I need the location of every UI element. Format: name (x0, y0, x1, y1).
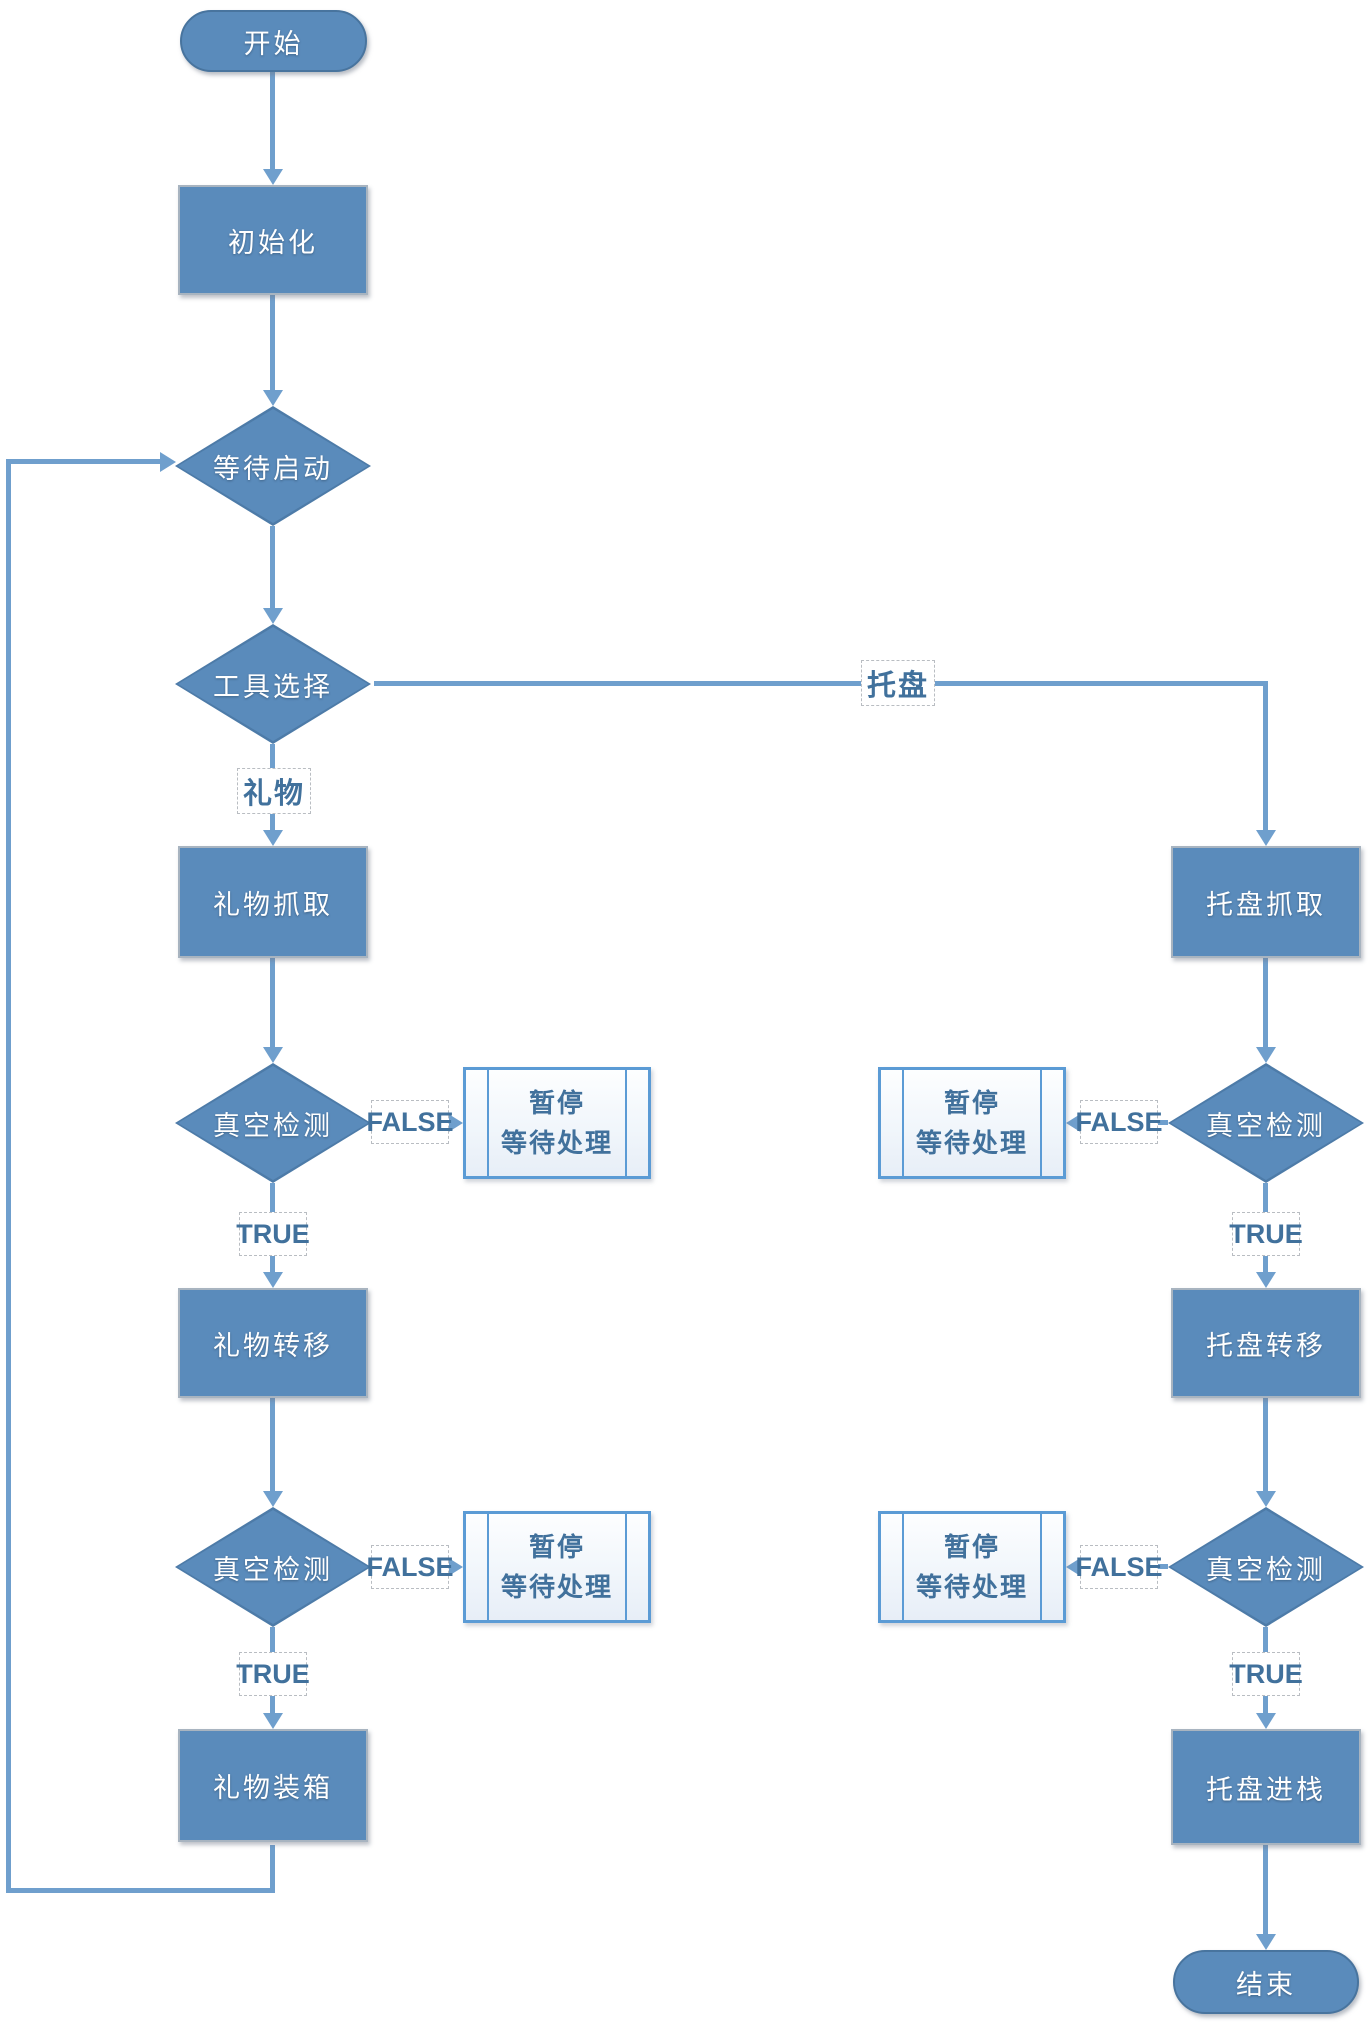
connector-line (270, 295, 275, 391)
connector-line (1263, 958, 1268, 1048)
tray-stack-node-label: 托盘进栈 (1206, 1774, 1326, 1805)
connector-line (270, 526, 275, 609)
arrow-head (1256, 1713, 1276, 1729)
edge-label-true: TRUE (1229, 1212, 1303, 1256)
predefined-process-bar (1040, 1070, 1042, 1176)
arrow-head (1256, 1934, 1276, 1950)
arrow-head (263, 1272, 283, 1288)
connector-line (6, 459, 160, 464)
arrow-head (160, 452, 176, 472)
gift-boxing-node-label: 礼物装箱 (213, 1773, 333, 1803)
vacuum-check-node: 真空检测 (175, 1507, 371, 1627)
arrow-head (263, 830, 283, 846)
predefined-process-bar (487, 1514, 489, 1620)
vacuum-check-node-label: 真空检测 (213, 1110, 333, 1141)
connector-line (270, 1845, 275, 1893)
edge-label-false: FALSE (367, 1545, 454, 1589)
predefined-process-bar (487, 1070, 489, 1176)
arrow-head (1256, 830, 1276, 846)
predefined-process-bar (1040, 1514, 1042, 1620)
predefined-process-bar (625, 1070, 627, 1176)
connector-line (1263, 681, 1268, 831)
wait-handle-label: 等待处理 (500, 1572, 613, 1602)
pause-label: 暂停 (528, 1087, 585, 1118)
tray-stack-node: 托盘进栈 (1171, 1729, 1361, 1845)
gift-transfer-node: 礼物转移 (178, 1288, 368, 1398)
pause-wait-node: 暂停 等待处理 (463, 1511, 651, 1623)
vacuum-check-node-label: 真空检测 (213, 1554, 333, 1585)
wait-start-node-label: 等待启动 (213, 453, 333, 484)
tool-select-node: 工具选择 (175, 624, 371, 744)
tray-transfer-node: 托盘转移 (1171, 1288, 1361, 1398)
wait-handle-label: 等待处理 (915, 1128, 1028, 1158)
gift-boxing-node: 礼物装箱 (178, 1729, 368, 1842)
edge-label-false: FALSE (1076, 1100, 1163, 1144)
connector-line (1263, 1398, 1268, 1492)
connector-line (270, 1398, 275, 1492)
vacuum-check-node-label: 真空检测 (1206, 1110, 1326, 1141)
arrow-head (1256, 1272, 1276, 1288)
start-node: 开始 (180, 10, 367, 72)
arrow-head (1256, 1047, 1276, 1063)
vacuum-check-node: 真空检测 (1168, 1063, 1364, 1183)
arrow-head (263, 1047, 283, 1063)
connector-line (6, 1888, 275, 1893)
edge-label-false: FALSE (367, 1100, 454, 1144)
arrow-head (263, 169, 283, 185)
end-node: 结束 (1173, 1950, 1359, 2014)
connector-line (6, 460, 11, 1893)
gift-grab-node: 礼物抓取 (178, 846, 368, 958)
arrow-head (263, 608, 283, 624)
connector-line (1263, 1845, 1268, 1935)
vacuum-check-node: 真空检测 (1168, 1507, 1364, 1627)
edge-label-true: TRUE (236, 1652, 310, 1696)
connector-line (270, 958, 275, 1048)
pause-wait-node: 暂停 等待处理 (878, 1067, 1066, 1179)
edge-label-gift: 礼物 (237, 768, 311, 814)
vacuum-check-node-label: 真空检测 (1206, 1554, 1326, 1585)
predefined-process-bar (902, 1070, 904, 1176)
init-node: 初始化 (178, 185, 368, 295)
gift-grab-node-label: 礼物抓取 (213, 889, 333, 920)
arrow-head (447, 1113, 463, 1133)
arrow-head (263, 1713, 283, 1729)
tool-select-node-label: 工具选择 (213, 671, 333, 702)
tray-grab-node-label: 托盘抓取 (1206, 889, 1326, 920)
arrow-head (1066, 1113, 1082, 1133)
wait-start-node: 等待启动 (175, 406, 371, 526)
pause-label: 暂停 (943, 1087, 1000, 1118)
arrow-head (1066, 1557, 1082, 1577)
tray-grab-node: 托盘抓取 (1171, 846, 1361, 958)
vacuum-check-node: 真空检测 (175, 1063, 371, 1183)
arrow-head (1256, 1491, 1276, 1507)
predefined-process-bar (902, 1514, 904, 1620)
connector-line (270, 72, 275, 170)
pause-wait-node: 暂停 等待处理 (463, 1067, 651, 1179)
edge-label-true: TRUE (1229, 1652, 1303, 1696)
tray-transfer-node-label: 托盘转移 (1206, 1330, 1326, 1361)
wait-handle-label: 等待处理 (500, 1128, 613, 1158)
edge-label-true: TRUE (236, 1212, 310, 1256)
edge-label-false: FALSE (1076, 1545, 1163, 1589)
edge-label-tray: 托盘 (861, 660, 935, 706)
arrow-head (447, 1557, 463, 1577)
gift-transfer-node-label: 礼物转移 (213, 1330, 333, 1361)
connector-line (374, 681, 1266, 686)
arrow-head (263, 1491, 283, 1507)
pause-label: 暂停 (943, 1531, 1000, 1562)
pause-label: 暂停 (528, 1531, 585, 1562)
init-node-label: 初始化 (228, 227, 318, 258)
start-node-label: 开始 (243, 28, 304, 59)
wait-handle-label: 等待处理 (915, 1572, 1028, 1602)
predefined-process-bar (625, 1514, 627, 1620)
pause-wait-node: 暂停 等待处理 (878, 1511, 1066, 1623)
end-node-label: 结束 (1236, 1969, 1296, 2000)
arrow-head (263, 390, 283, 406)
